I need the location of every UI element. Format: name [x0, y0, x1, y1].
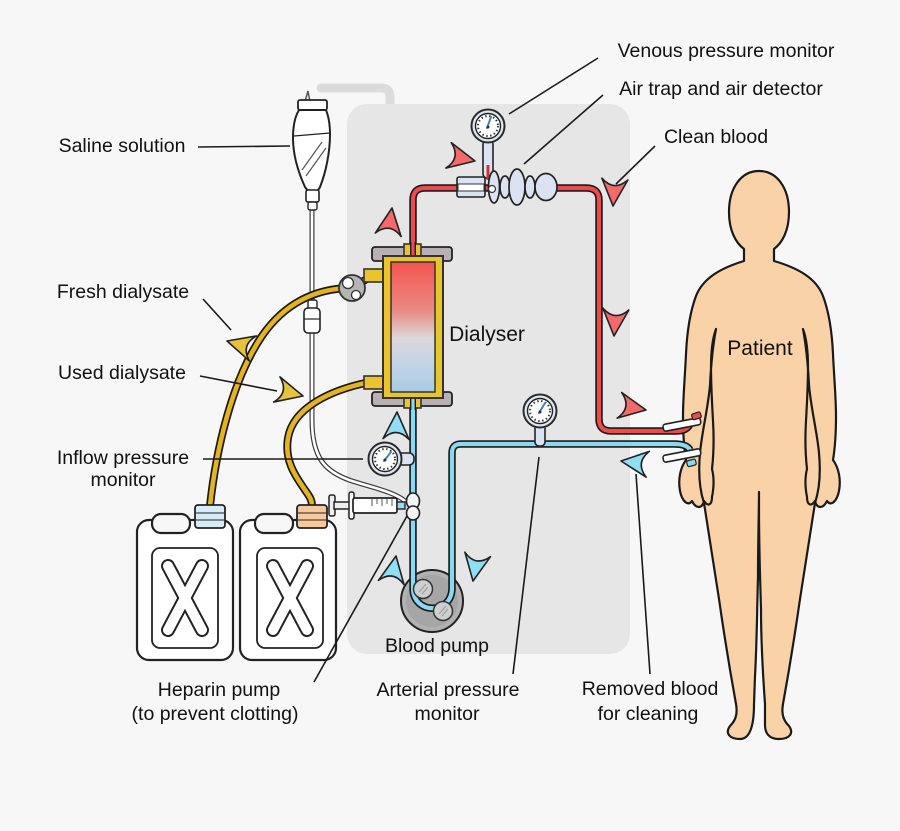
label-dialyser: Dialyser: [449, 323, 525, 346]
leader-arterial: [512, 456, 540, 675]
patient-figure: [678, 169, 841, 741]
label-heparin-line1: Heparin pump: [158, 679, 281, 701]
container-handle: [150, 512, 192, 535]
label-venous-pressure-monitor: Venous pressure monitor: [618, 40, 835, 62]
dialyser-membrane: [390, 261, 436, 393]
dialyser: [363, 242, 453, 410]
used-dialysate-container: [238, 504, 338, 662]
label-inflow-pressure-line2: monitor: [90, 469, 156, 491]
dialysate-line-short: [283, 378, 371, 507]
label-arterial-line1: Arterial pressure: [376, 679, 519, 701]
venous-needle: [662, 448, 702, 468]
container-handle: [253, 512, 295, 535]
leader-clean-blood: [615, 145, 656, 185]
blood-line-red: [409, 184, 694, 435]
label-clean-blood: Clean blood: [664, 126, 768, 148]
saline-line: [309, 209, 407, 504]
venous-pressure-gauge: [470, 108, 506, 144]
label-arterial-line2: monitor: [414, 703, 480, 725]
labels-layer: Saline solution Venous pressure monitor …: [57, 40, 835, 725]
label-patient: Patient: [727, 337, 793, 360]
air-trap: [456, 139, 558, 206]
leader-heparin: [313, 515, 408, 683]
dialyser-port-top: [363, 268, 386, 283]
saline-clamp: [303, 299, 321, 334]
label-removed-line1: Removed blood: [582, 678, 719, 700]
saline-bag: [291, 90, 332, 211]
fresh-dialysate-container: [135, 504, 235, 662]
inflow-pressure-gauge: [367, 441, 415, 477]
leader-air-trap: [523, 94, 604, 165]
label-removed-line2: for cleaning: [598, 703, 699, 725]
label-inflow-pressure-line1: Inflow pressure: [57, 447, 189, 469]
blood-line-cyan: [409, 399, 694, 612]
arterial-needle: [662, 411, 702, 432]
leader-saline: [197, 145, 291, 148]
leader-fresh-dialysate: [202, 298, 232, 331]
label-used-dialysate: Used dialysate: [58, 362, 186, 384]
container-cap-orange: [296, 504, 328, 529]
heparin-syringe: [328, 491, 421, 521]
label-heparin-line2: (to prevent clotting): [132, 703, 299, 725]
arterial-pressure-gauge: [522, 393, 558, 447]
label-saline-solution: Saline solution: [59, 135, 186, 157]
dialyser-port-bottom: [363, 375, 386, 390]
label-air-trap: Air trap and air detector: [619, 78, 823, 100]
saline-hanger-pole: [316, 83, 395, 115]
container-cap-blue: [194, 504, 226, 529]
label-fresh-dialysate: Fresh dialysate: [57, 281, 189, 303]
leader-used-dialysate: [199, 375, 278, 392]
dialysate-pump-clamp: [338, 274, 366, 302]
leader-removed: [635, 473, 651, 675]
leader-lines: [197, 57, 656, 683]
blood-pump-rollers: [412, 578, 454, 622]
leader-venous: [508, 57, 599, 115]
label-blood-pump: Blood pump: [385, 635, 489, 657]
dialysate-line-long: [206, 273, 373, 507]
